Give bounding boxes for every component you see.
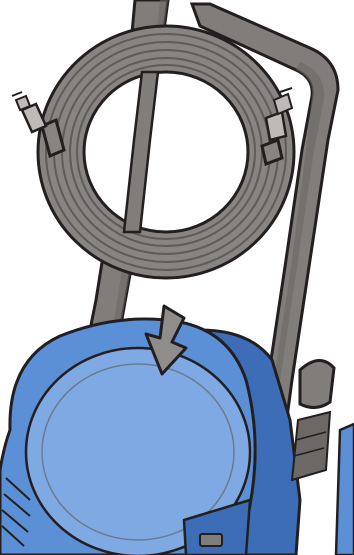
hose-holder-hook	[292, 360, 354, 555]
washer-body	[0, 319, 300, 555]
coiled-hose	[38, 26, 294, 278]
hose-coil-inner	[84, 72, 248, 232]
